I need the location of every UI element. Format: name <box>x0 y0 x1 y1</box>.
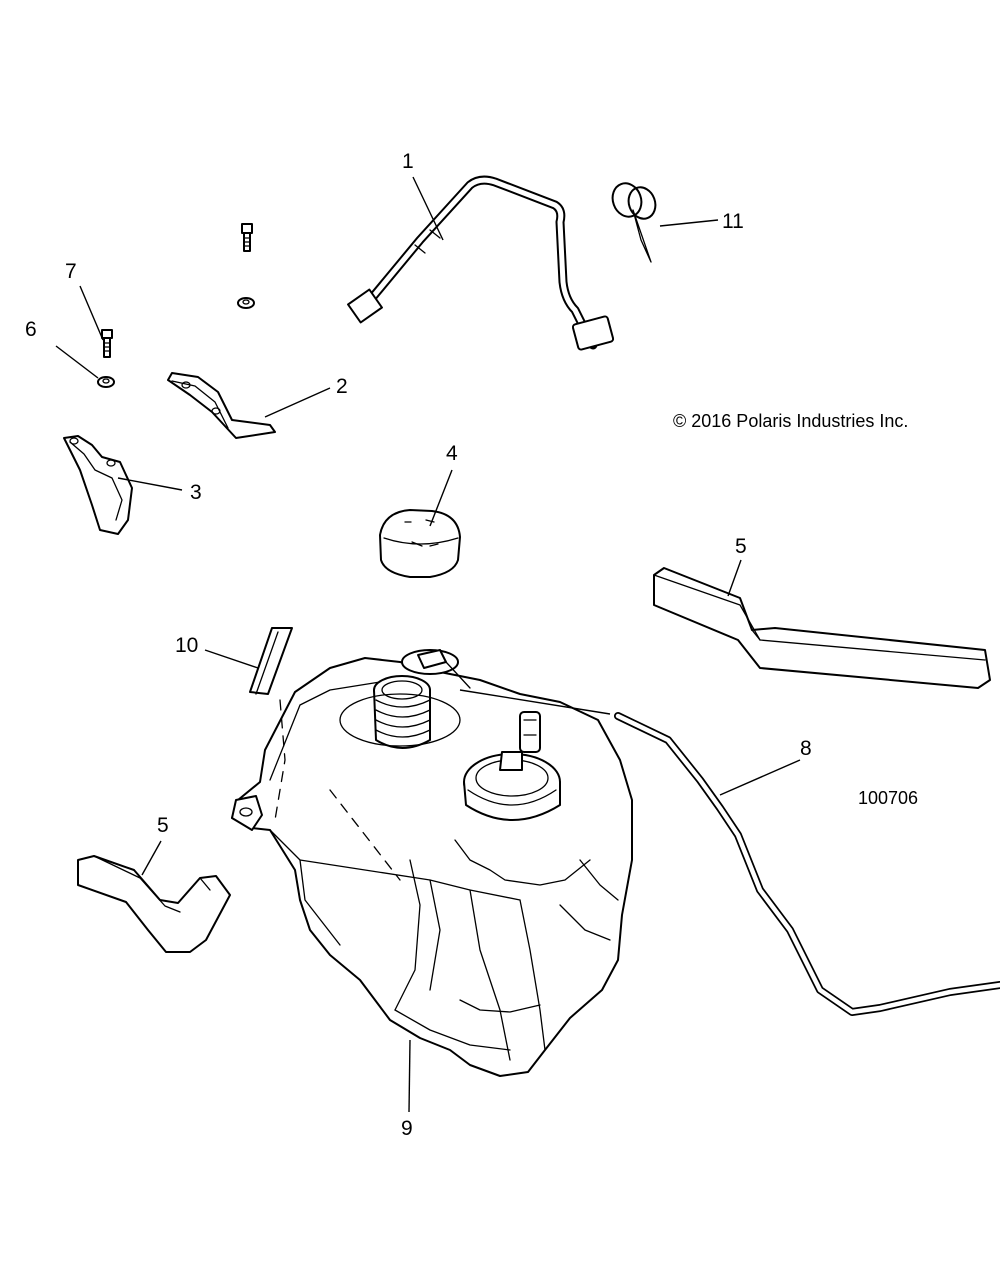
callout-4: 4 <box>446 442 458 465</box>
copyright-notice: © 2016 Polaris Industries Inc. <box>673 411 908 431</box>
foam-strip <box>249 627 293 695</box>
washer <box>97 376 115 388</box>
callout-8: 8 <box>800 737 812 760</box>
callout-6: 6 <box>25 318 37 341</box>
hose-clamp <box>611 182 657 263</box>
bracket <box>167 372 276 439</box>
callout-3: 3 <box>190 481 202 504</box>
fuel-cap <box>379 509 461 578</box>
figure-id: 100706 <box>858 788 918 808</box>
foam-pad-left <box>77 855 231 953</box>
foam-pad-right <box>653 567 991 689</box>
bolt <box>101 329 113 358</box>
fuel-line-hose <box>347 175 615 351</box>
bolt-upper <box>237 223 255 309</box>
callout-5-right: 5 <box>735 535 747 558</box>
callout-10: 10 <box>175 634 198 657</box>
callout-11: 11 <box>722 210 744 233</box>
mount-bracket <box>63 435 133 535</box>
callout-9: 9 <box>401 1117 413 1140</box>
vent-line <box>614 712 1000 1016</box>
fuel-tank <box>231 649 633 1077</box>
callout-7: 7 <box>65 260 77 283</box>
callout-labels: 1 11 7 6 2 3 4 5 10 8 5 9 <box>25 150 812 1140</box>
callout-5-left: 5 <box>157 814 169 837</box>
callout-2: 2 <box>336 375 348 398</box>
callout-1: 1 <box>402 150 414 173</box>
leader-lines <box>55 176 801 1113</box>
